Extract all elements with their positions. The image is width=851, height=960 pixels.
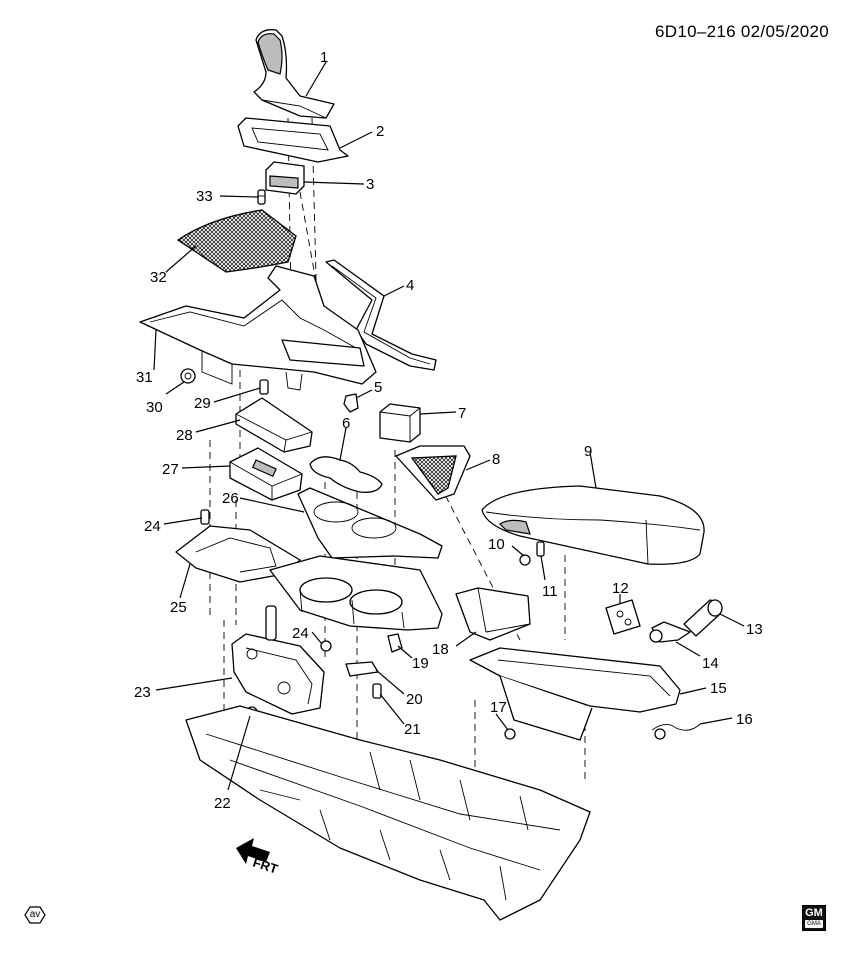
callout-12: 12 [612,580,629,597]
callout-16: 16 [736,711,753,728]
shift-bezel-part [237,117,349,163]
wire-harness-part-16 [651,723,701,740]
outlet-part-13 [683,599,723,637]
callout-23: 23 [134,684,151,701]
switch-part-3 [265,161,305,195]
callout-24-upper: 24 [144,518,161,535]
callout-6: 6 [342,415,350,432]
storage-tray-part-15 [469,647,681,741]
fastener-part-30 [180,368,196,384]
front-arrow-icon [236,838,270,864]
trim-strip-part-4 [325,259,437,371]
screw-part-11 [536,541,545,557]
shift-knob-part [253,29,335,119]
storage-bin-part-18 [455,587,531,641]
callout-26: 26 [222,490,239,507]
screw-part-10 [519,554,531,566]
callout-24-lower: 24 [292,625,309,642]
gm-logo: GM GMA [802,905,826,931]
clip-part-5 [343,393,359,413]
callout-17: 17 [490,699,507,716]
leader-lines [153,61,745,791]
port-plate-part-12 [605,599,641,635]
callout-5: 5 [374,379,382,396]
callout-3: 3 [366,176,374,193]
gm-logo-submark: GMA [805,920,823,928]
front-arrow-label: FRT [251,855,280,877]
mesh-insert-part-8 [395,445,471,501]
callout-33: 33 [196,188,213,205]
armrest-lid-part-9 [481,485,705,565]
screw-part-24-lower [320,640,332,652]
screw-part-33 [257,189,266,205]
screw-part-29 [259,379,269,395]
cupholder-frame-part-26 [297,487,443,559]
screw-part-24-upper [200,509,210,525]
clip-part-19 [387,633,403,653]
callout-13: 13 [746,621,763,638]
callout-22: 22 [214,795,231,812]
control-module-part-27 [229,447,303,501]
callout-2: 2 [376,123,384,140]
control-module-part-28 [235,397,313,453]
callout-labels: 1 2 3 33 4 32 31 30 29 5 6 7 8 9 28 27 2… [134,49,763,812]
connector-part-14 [649,621,691,643]
callout-4: 4 [406,277,414,294]
console-top-trim-part-31 [139,265,377,391]
callout-30: 30 [146,399,163,416]
callout-19: 19 [412,655,429,672]
callout-14: 14 [702,655,719,672]
callout-20: 20 [406,691,423,708]
bracket-part-20 [345,661,379,677]
callout-10: 10 [488,536,505,553]
module-part-7 [379,403,421,443]
callout-15: 15 [710,680,727,697]
screw-part-21 [372,683,382,699]
av-badge-icon [24,906,46,924]
callout-18: 18 [432,641,449,658]
callout-8: 8 [492,451,500,468]
callout-28: 28 [176,427,193,444]
screw-part-17 [504,728,516,740]
front-direction-indicator: FRT [236,838,280,877]
callout-31: 31 [136,369,153,386]
diagram-id-and-date: 6D10–216 02/05/2020 [655,22,829,41]
callout-1: 1 [320,49,328,66]
callout-21: 21 [404,721,421,738]
callout-27: 27 [162,461,179,478]
cupholder-gasket-part-6 [309,456,383,493]
callout-25: 25 [170,599,187,616]
av-badge-label: av [29,909,41,920]
callout-9: 9 [584,443,592,460]
cupholder-bin [269,555,443,631]
callout-32: 32 [150,269,167,286]
callout-11: 11 [542,583,558,600]
callout-7: 7 [458,405,466,422]
gm-logo-mark: GM [805,907,823,919]
shifter-assembly-part-23 [231,605,325,715]
console-base-frame [185,705,591,921]
storage-mat-part-32 [176,209,297,273]
callout-29: 29 [194,395,211,412]
